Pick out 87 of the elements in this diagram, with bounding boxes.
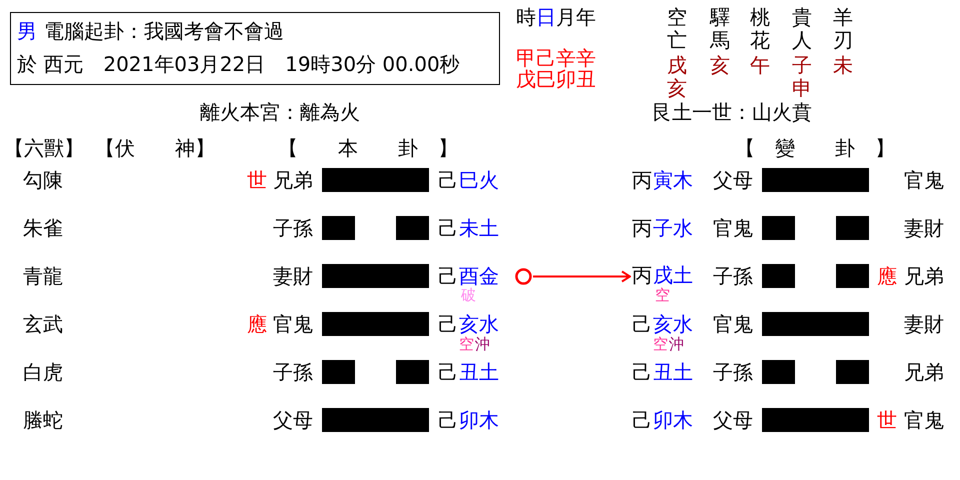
stem-label: 己 <box>438 408 458 432</box>
relation-label: 父母 <box>713 168 753 192</box>
shensha-value: 亥 <box>667 76 687 100</box>
branch-label: 寅木 <box>653 168 693 192</box>
column-heading: 【伏 神】 <box>95 136 215 160</box>
relation-label: 妻財 <box>904 216 944 240</box>
pillar-heading: 月年 <box>556 6 596 28</box>
shensha-value: 戌 <box>667 54 687 76</box>
position-mark: 世 <box>247 168 267 192</box>
stem-label: 己 <box>438 264 458 288</box>
shensha-value: 午 <box>750 54 770 76</box>
status-mark: 空 <box>653 336 668 352</box>
relation-label: 父母 <box>273 408 313 432</box>
beast-name: 青龍 <box>23 264 63 288</box>
beast-name: 螣蛇 <box>23 408 63 432</box>
branch-label: 亥水 <box>653 312 693 336</box>
relation-label: 父母 <box>713 408 753 432</box>
stem-label: 己 <box>632 312 652 336</box>
branch-label: 亥水 <box>459 312 499 336</box>
stem-label: 己 <box>438 312 458 336</box>
branch-label: 卯木 <box>459 408 499 432</box>
pillar-branches: 戊巳卯丑 <box>516 68 596 90</box>
relation-label: 子孫 <box>273 216 313 240</box>
relation-label: 子孫 <box>713 264 753 288</box>
shensha-value: 申 <box>792 76 812 100</box>
stem-label: 己 <box>438 360 458 384</box>
beast-name: 玄武 <box>23 312 63 336</box>
branch-label: 卯木 <box>653 408 693 432</box>
relation-label: 官鬼 <box>713 312 753 336</box>
stem-label: 己 <box>632 360 652 384</box>
relation-label: 子孫 <box>713 360 753 384</box>
beast-name: 朱雀 <box>23 216 63 240</box>
stem-label: 丙 <box>632 216 652 240</box>
stem-label: 己 <box>438 216 458 240</box>
status-mark: 沖 <box>669 336 684 352</box>
status-mark: 破 <box>461 286 476 304</box>
datetime-text: 於 西元 2021年03月22日 19時30分 00.00秒 <box>17 52 460 76</box>
shensha-heading: 羊刃 <box>833 6 853 52</box>
relation-label: 官鬼 <box>904 168 944 192</box>
relation-label: 兄弟 <box>904 264 944 288</box>
relation-label: 兄弟 <box>273 168 313 192</box>
position-mark: 應 <box>247 312 267 336</box>
ring-icon <box>515 268 532 285</box>
branch-label: 酉金 <box>459 264 499 288</box>
shensha-value: 未 <box>833 54 853 76</box>
info-box <box>10 12 500 85</box>
branch-label: 子水 <box>653 216 693 240</box>
relation-label: 官鬼 <box>713 216 753 240</box>
gender-label: 男 <box>17 20 37 42</box>
shensha-heading: 桃花 <box>750 6 770 52</box>
status-mark: 空 <box>459 336 474 352</box>
relation-label: 兄弟 <box>904 360 944 384</box>
column-heading: 【 變 卦 】 <box>735 136 895 160</box>
status-mark: 沖 <box>475 336 490 352</box>
shensha-value: 亥 <box>710 54 730 76</box>
branch-label: 未土 <box>459 216 499 240</box>
relation-label: 子孫 <box>273 360 313 384</box>
pillar-heading: 日 <box>536 6 556 28</box>
shensha-heading: 貴人 <box>792 6 812 52</box>
pillar-heading: 時 <box>516 6 536 28</box>
branch-label: 巳火 <box>459 168 499 192</box>
relation-label: 妻財 <box>904 312 944 336</box>
stem-label: 己 <box>632 408 652 432</box>
stem-label: 己 <box>438 168 458 192</box>
question-text: 電腦起卦：我國考會不會過 <box>44 20 284 42</box>
position-mark: 應 <box>877 264 897 288</box>
stem-label: 丙 <box>632 168 652 192</box>
column-heading: 【六獸】 <box>4 136 84 160</box>
stem-label: 丙 <box>632 264 652 287</box>
branch-label: 丑土 <box>459 360 499 384</box>
relation-label: 妻財 <box>273 264 313 288</box>
branch-label: 戌土 <box>653 264 693 287</box>
position-mark: 世 <box>877 408 897 432</box>
pillar-stems: 甲己辛辛 <box>516 46 596 70</box>
palace-title: 離火本宮：離為火 <box>200 100 360 124</box>
shensha-heading: 空亡 <box>667 6 687 52</box>
hexagram-title: 艮土一世：山火賁 <box>652 100 812 124</box>
relation-label: 官鬼 <box>904 408 944 432</box>
beast-name: 白虎 <box>23 360 63 384</box>
status-mark: 空 <box>655 287 670 304</box>
shensha-heading: 驛馬 <box>710 6 730 52</box>
column-heading: 【 本 卦 】 <box>278 136 458 160</box>
branch-label: 丑土 <box>653 360 693 384</box>
shensha-value: 子 <box>792 54 812 76</box>
arrow <box>533 270 631 282</box>
relation-label: 官鬼 <box>273 312 313 336</box>
beast-name: 勾陳 <box>23 168 63 192</box>
